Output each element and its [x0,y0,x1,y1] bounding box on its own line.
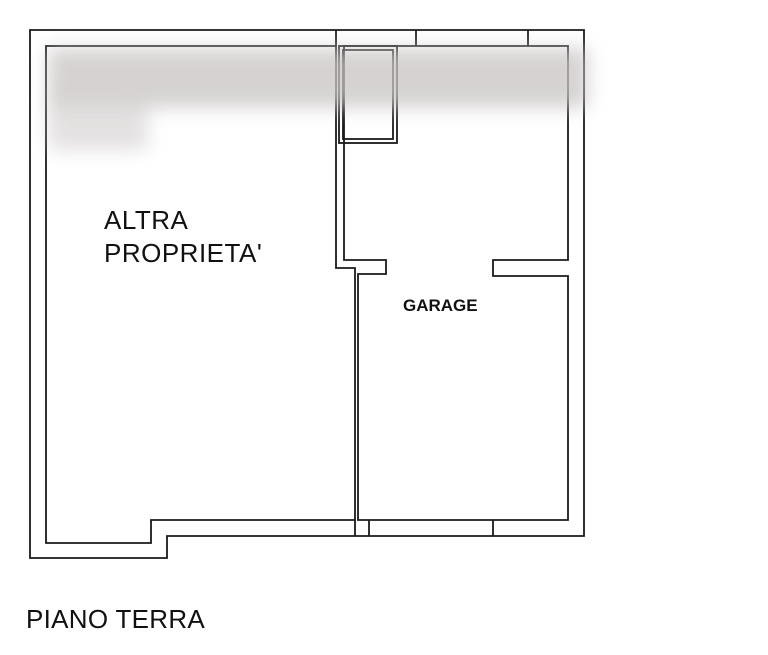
room-label-other-property: ALTRA PROPRIETA' [104,204,262,270]
room-label-garage: GARAGE [403,296,478,315]
floor-label: PIANO TERRA [26,604,206,634]
redacted-area-left [48,100,148,150]
garage-inner-wall [343,45,569,521]
outer-wall [29,29,585,559]
room-label-line1: ALTRA [104,205,189,235]
room-label-line2: PROPRIETA' [104,238,263,268]
redacted-area [48,48,588,108]
